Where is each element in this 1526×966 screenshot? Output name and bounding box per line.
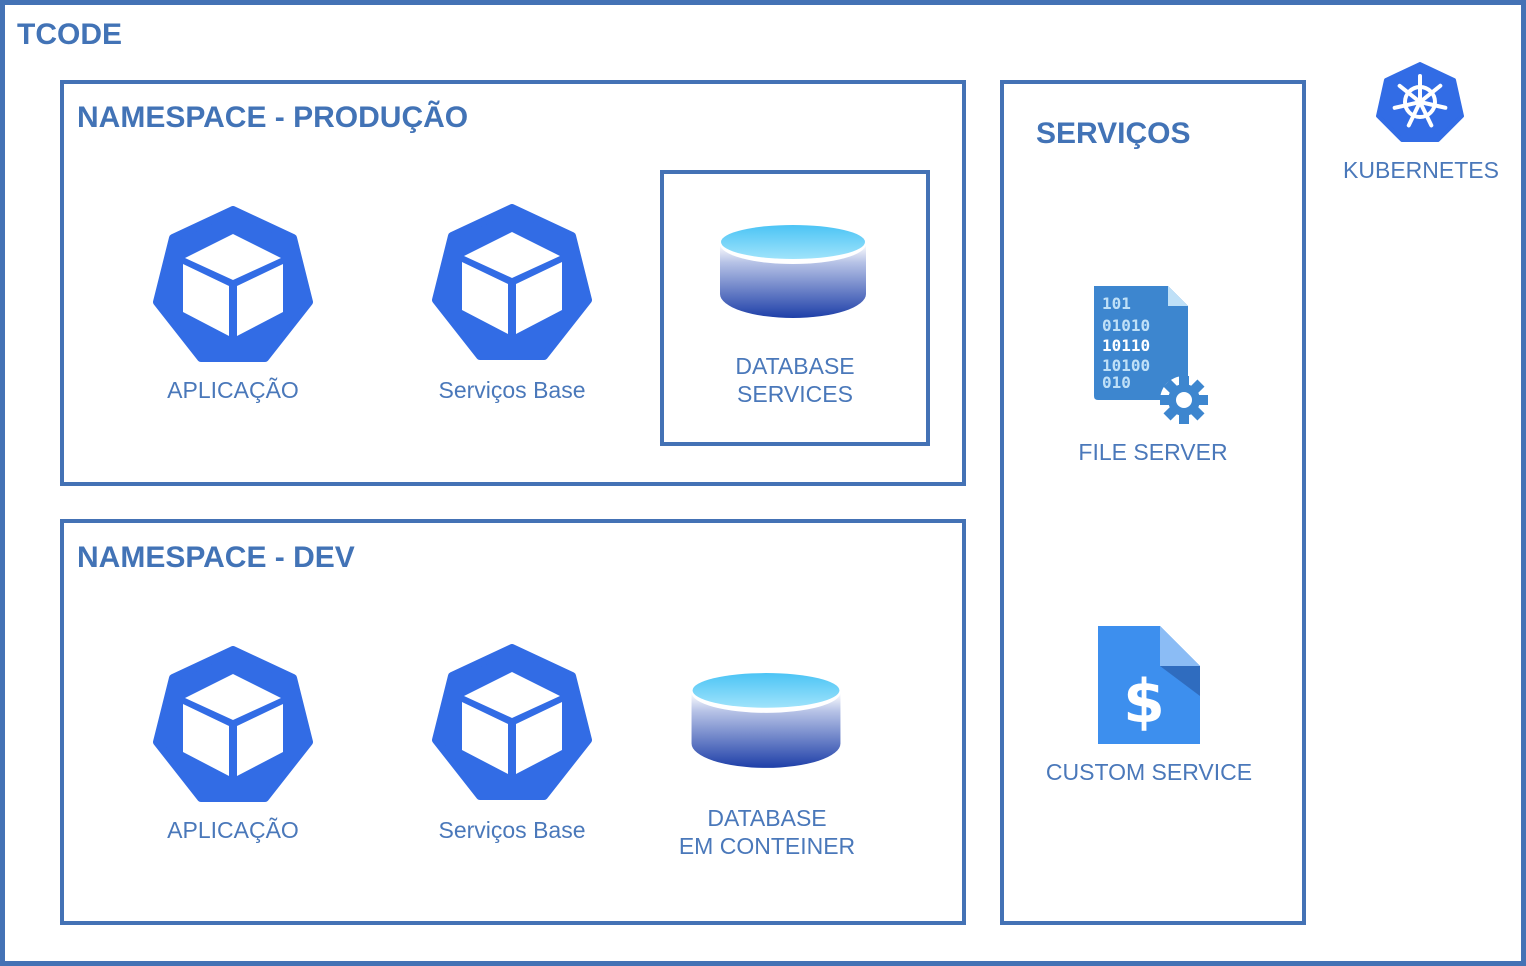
dollar-symbol: $ <box>1123 667 1165 737</box>
application-label: APLICAÇÃO <box>167 817 299 843</box>
database-icon <box>718 222 868 322</box>
database-container-icon <box>688 670 844 772</box>
services-frame <box>1000 80 1306 925</box>
kubernetes-label: KUBERNETES <box>1343 157 1499 183</box>
database-container-label-line1: DATABASE <box>707 805 827 831</box>
database-services-label-line2: SERVICES <box>737 381 853 407</box>
database-services-label-line1: DATABASE <box>735 353 855 379</box>
namespace-producao-frame <box>60 80 966 486</box>
kubernetes-logo-icon <box>1376 62 1464 142</box>
file-server-bits-line5: 010 <box>1102 373 1131 392</box>
database-container-label: DATABASE EM CONTEINER <box>657 804 877 860</box>
file-server-bits-line1: 101 <box>1102 294 1131 313</box>
base-services-pod-icon <box>432 204 592 360</box>
database-services-label: DATABASE SERVICES <box>685 352 905 408</box>
database-services-frame <box>660 170 930 446</box>
namespace-dev-title: NAMESPACE - DEV <box>77 541 355 574</box>
file-server-bits-line3: 10110 <box>1102 336 1150 355</box>
application-pod-icon <box>153 206 313 362</box>
namespace-producao-title: NAMESPACE - PRODUÇÃO <box>77 101 469 134</box>
services-title: SERVIÇOS <box>1036 117 1191 150</box>
cluster-title: TCODE <box>17 18 122 51</box>
application-label: APLICAÇÃO <box>167 377 299 403</box>
namespace-dev-frame <box>60 519 966 925</box>
base-services-label: Serviços Base <box>438 377 586 403</box>
file-server-bits-line4: 10100 <box>1102 356 1150 375</box>
file-server-label: FILE SERVER <box>1078 439 1228 465</box>
base-services-label: Serviços Base <box>438 817 586 843</box>
custom-service-icon: $ <box>1098 626 1200 744</box>
application-pod-icon <box>153 646 313 802</box>
custom-service-label: CUSTOM SERVICE <box>1045 759 1253 785</box>
file-server-bits-line2: 01010 <box>1102 316 1150 335</box>
file-server-icon: 101 01010 10110 10100 010 <box>1094 286 1208 424</box>
base-services-pod-icon <box>432 644 592 800</box>
database-container-label-line2: EM CONTEINER <box>678 833 856 859</box>
